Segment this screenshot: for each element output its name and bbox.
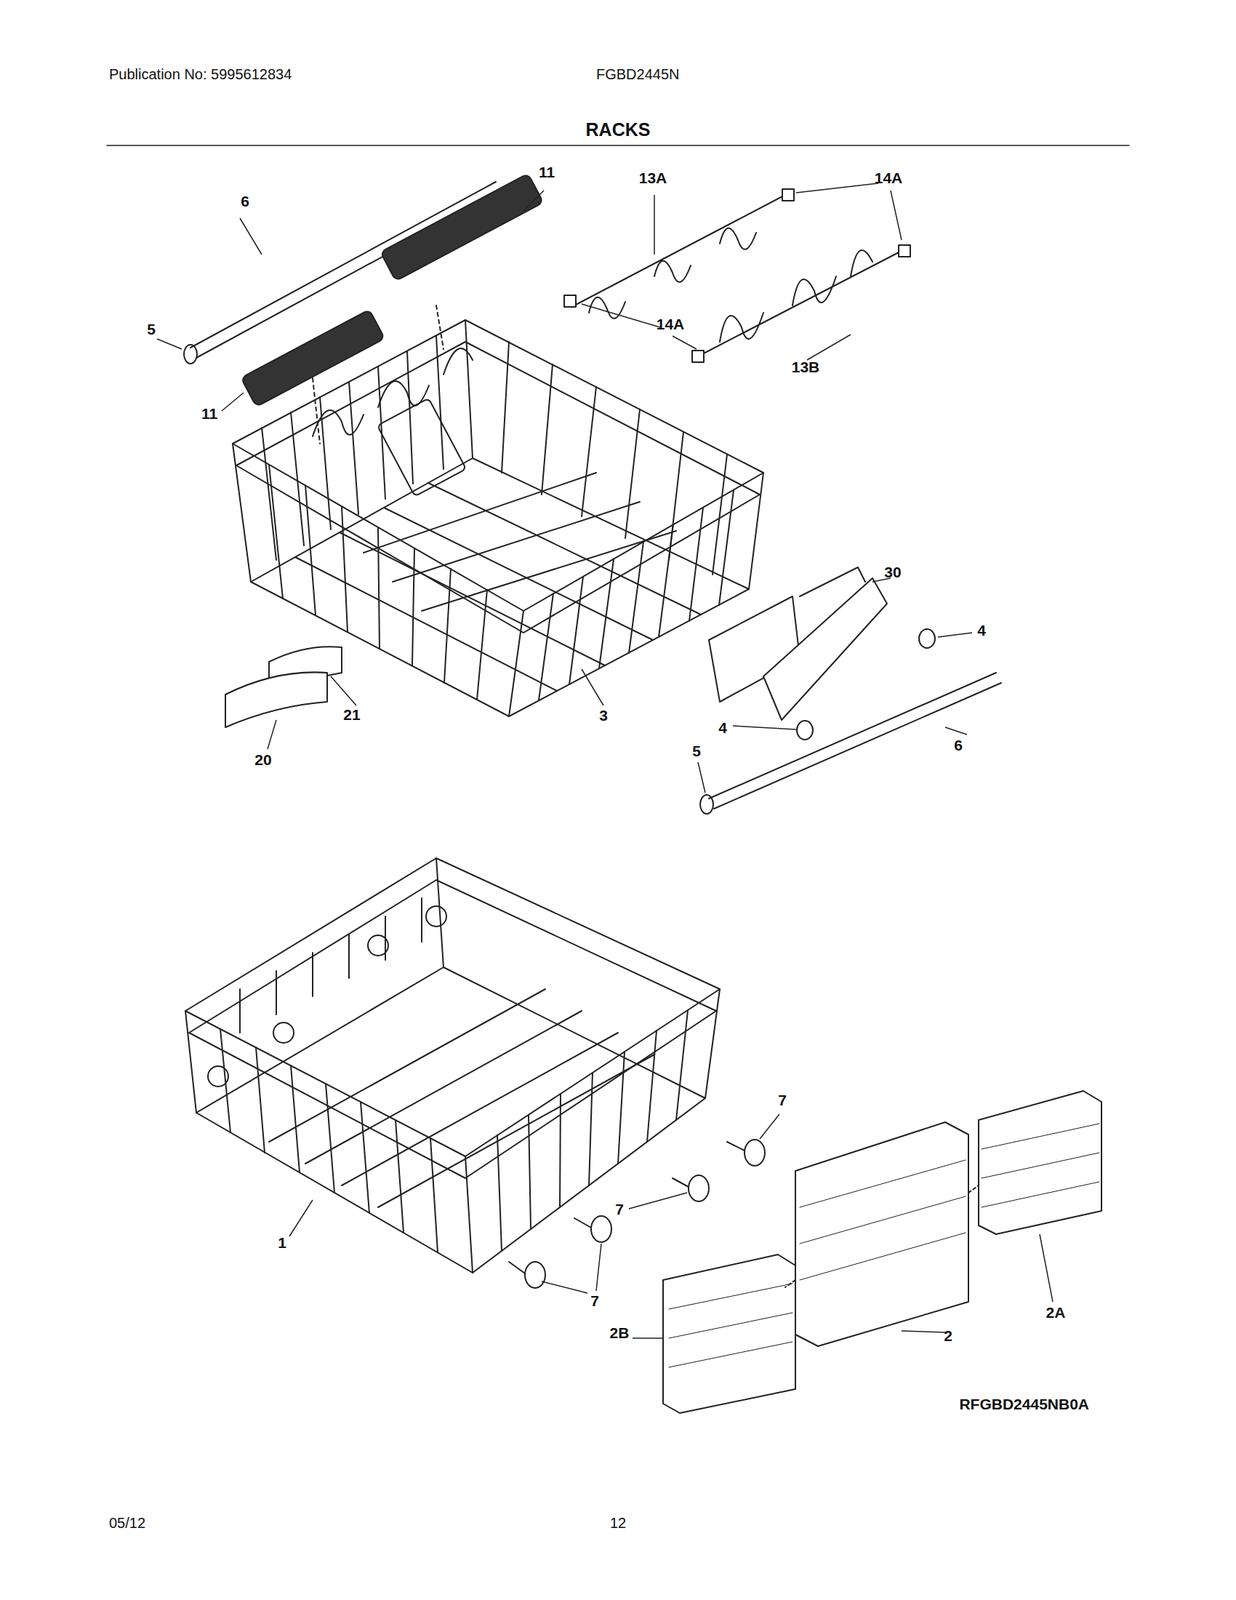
callout-number: 7 [777,1092,787,1108]
callout-number: 4 [718,719,728,736]
header-text: 05/12 [109,1515,146,1530]
callout-number: 21 [343,706,360,722]
header-text: Publication No: 5995612834 [109,66,292,82]
callout-number: 3 [599,707,608,723]
callout-number: 14A [656,316,685,332]
callout-number: 6 [953,737,963,753]
callout-number: 2 [943,1327,953,1343]
header-text: FGBD2445N [596,66,680,82]
callout-number: 7 [590,1292,600,1308]
callout-number: 6 [240,193,250,209]
header-text: 12 [610,1515,626,1530]
callout-number: 5 [146,321,156,337]
callout-number: 30 [884,564,901,580]
callout-number: 13A [639,170,668,186]
callout-number: RFGBD2445NB0A [958,1395,1090,1412]
callout-number: 14A [874,170,904,186]
callout-number: 11 [201,405,218,421]
callout-number: 2A [1046,1304,1066,1320]
page-title: RACKS [586,120,651,139]
callout-number: 1 [277,1234,287,1250]
callout-number: 4 [977,622,986,638]
callout-number: 20 [254,751,272,768]
callout-number: 13B [791,359,821,375]
callout-number: 2B [610,1324,630,1340]
callout-number: 7 [615,1201,624,1217]
callout-number: 5 [692,743,701,759]
callout-number: 11 [538,164,555,180]
